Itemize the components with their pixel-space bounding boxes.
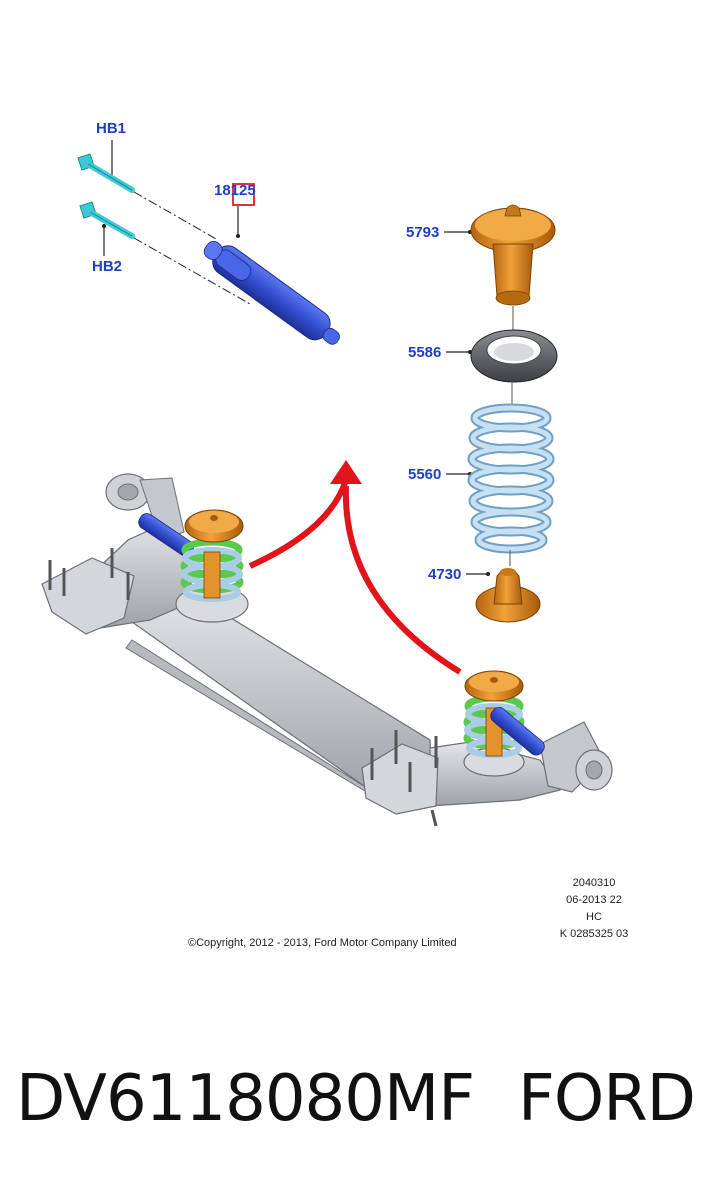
- illustration-ref: K 0285325 03: [559, 928, 629, 940]
- lower-spring-seat-4730: [466, 568, 541, 623]
- bolt-hb2: [79, 201, 135, 256]
- callout-hb2[interactable]: HB2: [92, 258, 123, 275]
- bolt-hb1: [77, 140, 135, 193]
- upper-bump-stop-5793: [444, 204, 556, 306]
- part-number: DV6118080MF: [16, 1062, 475, 1136]
- brand-name: FORD: [518, 1062, 696, 1136]
- exploded-suspension-diagram: [41, 140, 613, 827]
- callout-4730[interactable]: 4730: [428, 566, 462, 583]
- callout-5793[interactable]: 5793: [406, 224, 440, 241]
- callout-18125[interactable]: 18125: [214, 182, 256, 199]
- footer-caption: DV6118080MF FORD: [0, 1062, 708, 1152]
- shock-absorber-18125: [203, 183, 340, 345]
- callout-5560[interactable]: 5560: [408, 466, 442, 483]
- illustration-date: 06-2013 22: [566, 894, 622, 906]
- illustration-id: 2040310: [572, 877, 616, 889]
- spring-isolator-5586: [446, 329, 558, 383]
- callout-5586[interactable]: 5586: [408, 344, 442, 361]
- red-arrow-icon: [248, 460, 462, 675]
- copyright-notice: ©Copyright, 2012 - 2013, Ford Motor Comp…: [188, 937, 457, 949]
- callout-hb1[interactable]: HB1: [96, 120, 127, 137]
- coil-spring-5560: [446, 403, 555, 554]
- illustration-code: HC: [586, 911, 602, 923]
- rear-axle-assembly: [41, 473, 613, 827]
